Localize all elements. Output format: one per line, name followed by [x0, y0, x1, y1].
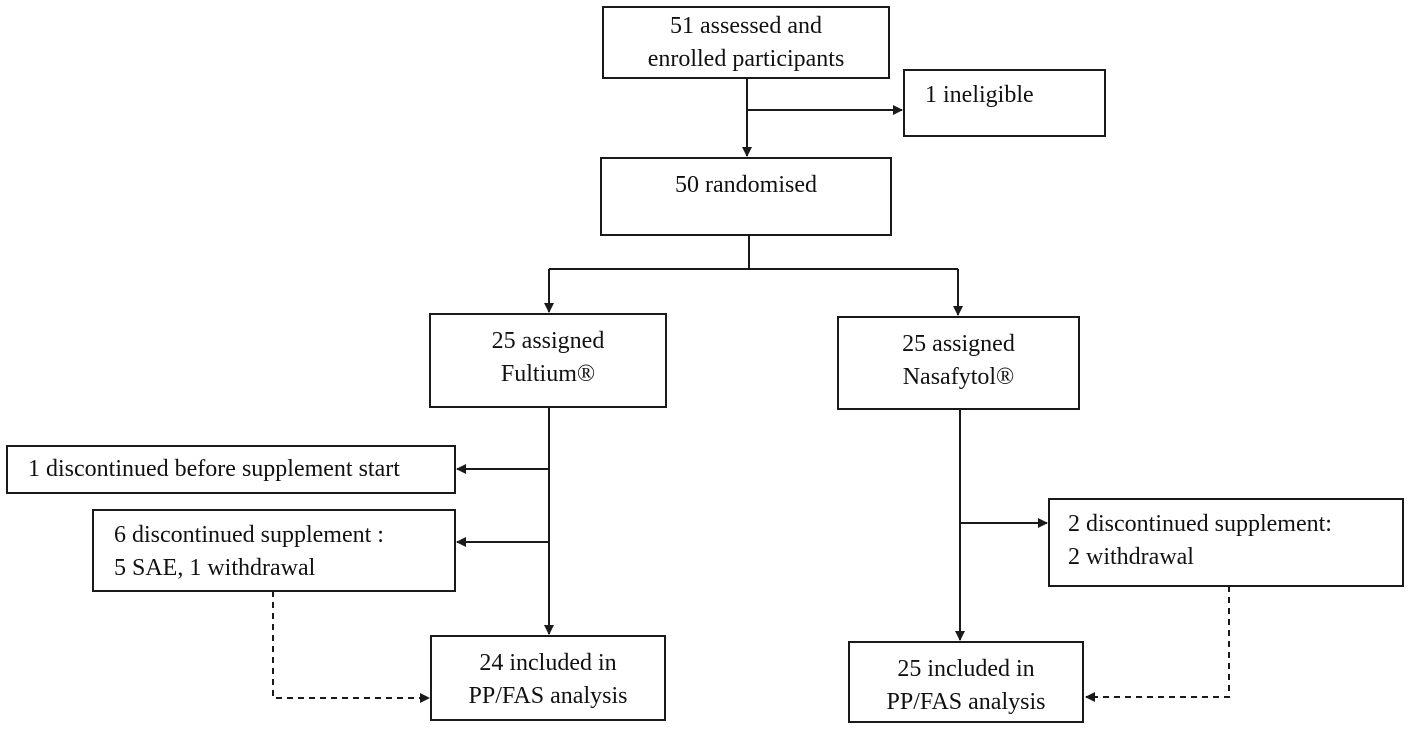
fultium-included-line-1: 24 included in [479, 650, 617, 676]
ineligible-line-1: 1 ineligible [925, 82, 1034, 108]
enrolled-box: 51 assessed and enrolled participants [602, 6, 890, 79]
nasafytol-included-line-2: PP/FAS analysis [886, 689, 1046, 715]
randomised-box: 50 randomised [600, 157, 892, 236]
dashed-nasafytol-return [1085, 586, 1230, 702]
randomised-line-1: 50 randomised [675, 172, 817, 198]
fultium-disc-before-box: 1 discontinued before supplement start [6, 445, 456, 494]
fultium-disc-before-line-1: 1 discontinued before supplement start [28, 456, 400, 482]
fultium-disc-supp-box: 6 discontinued supplement : 5 SAE, 1 wit… [92, 509, 456, 592]
nasafytol-line-1: 25 assigned [902, 331, 1015, 357]
fultium-line-2: Fultium® [500, 361, 596, 387]
nasafytol-box: 25 assigned Nasafytol® [837, 316, 1080, 410]
fultium-box: 25 assigned Fultium® [429, 313, 667, 408]
fultium-disc-supp-line-1: 6 discontinued supplement : [114, 522, 384, 548]
fultium-line-1: 25 assigned [491, 328, 605, 354]
nasafytol-disc-supp-line-2: 2 withdrawal [1068, 544, 1194, 570]
enrolled-line-2: enrolled participants [647, 46, 845, 72]
nasafytol-included-line-1: 25 included in [897, 656, 1035, 682]
nasafytol-disc-supp-line-1: 2 discontinued supplement: [1068, 511, 1332, 537]
ineligible-box: 1 ineligible [903, 69, 1106, 137]
nasafytol-included-box: 25 included in PP/FAS analysis [848, 641, 1084, 723]
dashed-fultium-return [272, 591, 430, 703]
fultium-included-box: 24 included in PP/FAS analysis [430, 635, 666, 721]
fultium-disc-supp-line-2: 5 SAE, 1 withdrawal [114, 555, 316, 581]
fultium-included-line-2: PP/FAS analysis [468, 683, 628, 709]
nasafytol-disc-supp-box: 2 discontinued supplement: 2 withdrawal [1048, 498, 1404, 587]
enrolled-line-1: 51 assessed and [670, 13, 822, 39]
nasafytol-line-2: Nasafytol® [902, 364, 1015, 390]
